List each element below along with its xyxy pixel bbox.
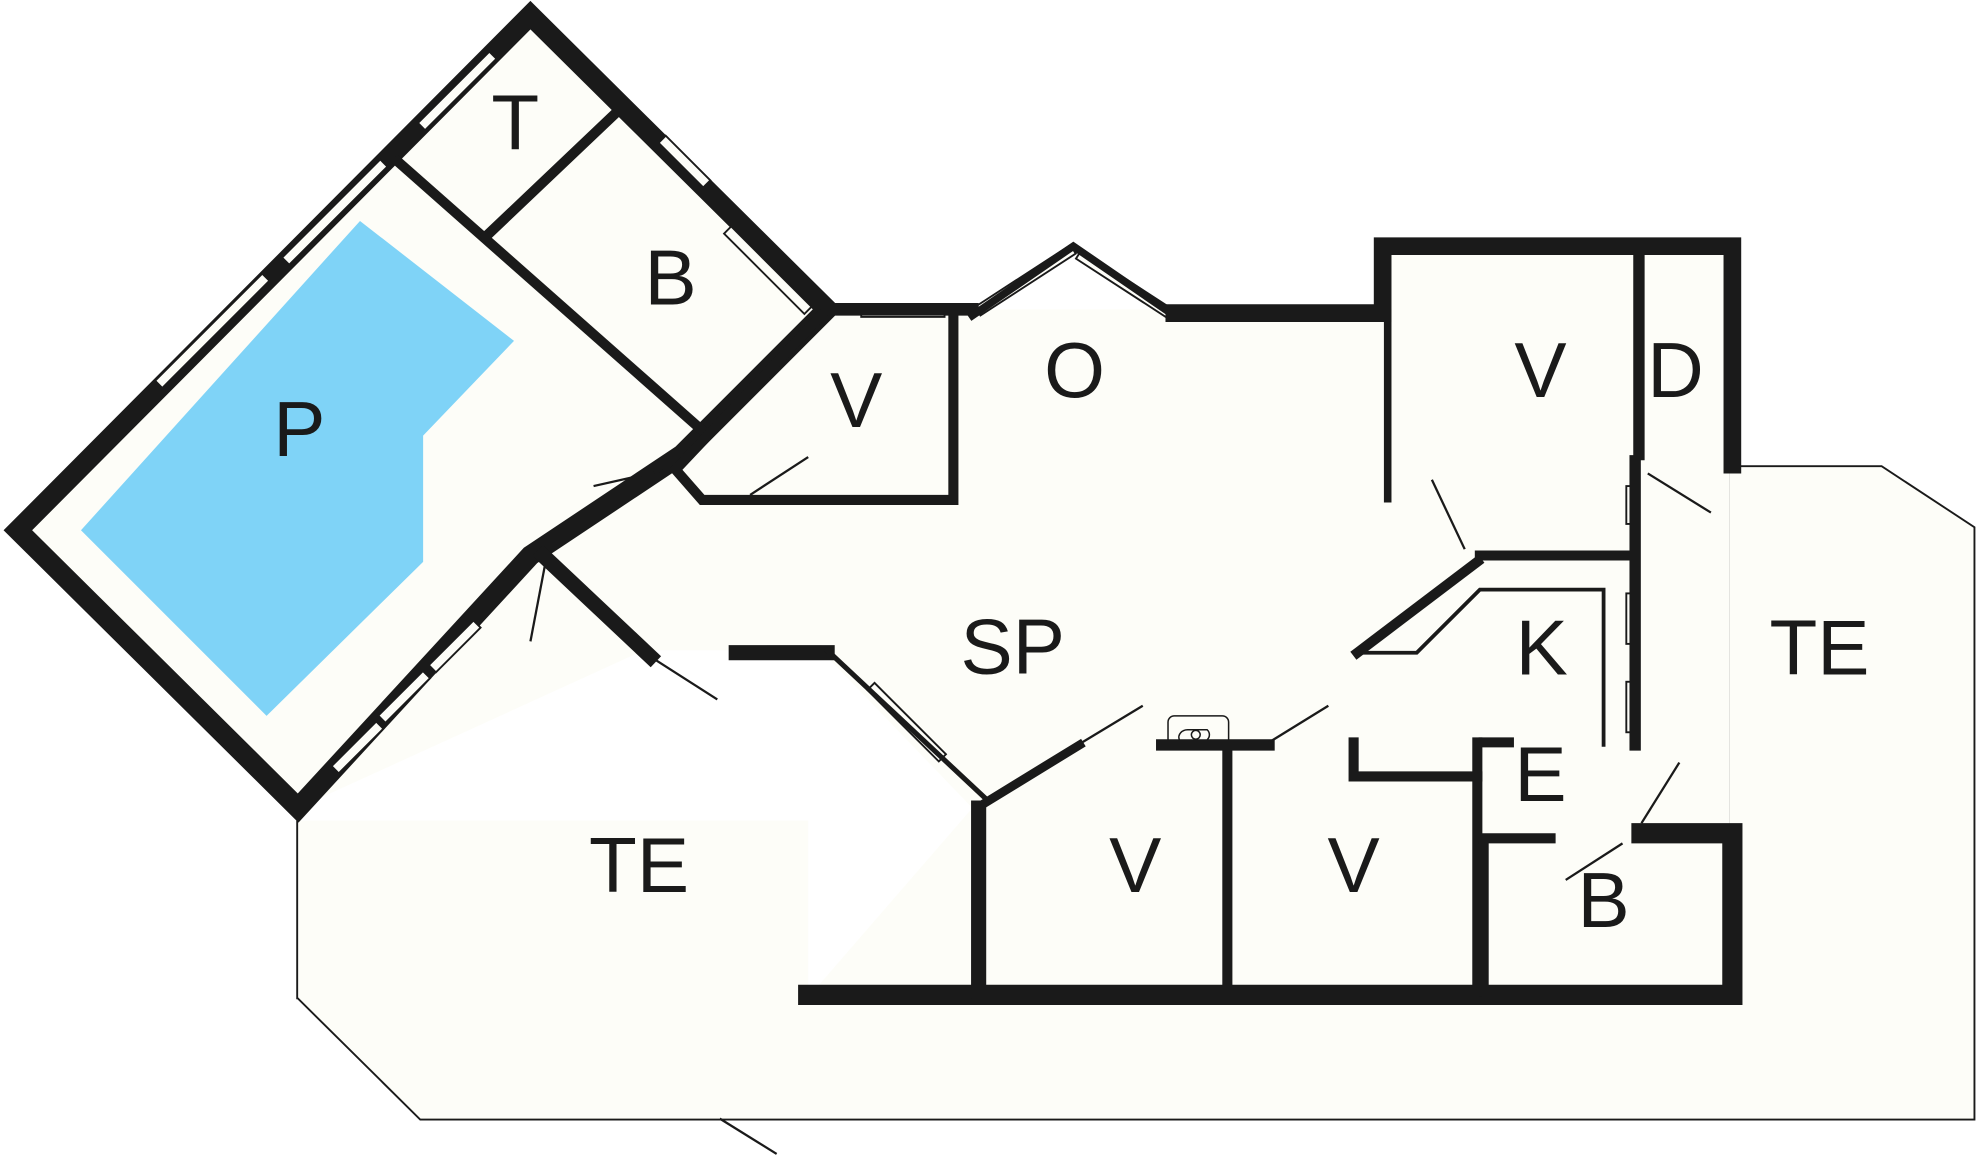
room-label-pool: P xyxy=(273,385,325,473)
pool-water xyxy=(80,220,515,716)
room-label-bedroom-small: V xyxy=(830,356,882,444)
toilet-icon xyxy=(1167,715,1230,741)
room-label-bedroom-bottom-1: V xyxy=(1109,821,1161,909)
room-label-toilet: T xyxy=(491,78,539,166)
room-label-bath-bottom: B xyxy=(1577,856,1629,944)
room-label-open: O xyxy=(1044,326,1105,414)
room-label-terrace-right: TE xyxy=(1769,604,1869,692)
walls xyxy=(390,109,1743,1005)
room-label-bedroom-bottom-2: V xyxy=(1328,821,1380,909)
door-swings xyxy=(529,456,1712,1155)
room-label-entrance: E xyxy=(1514,730,1566,818)
room-label-living: SP xyxy=(961,602,1065,690)
room-label-terrace-left: TE xyxy=(589,821,689,909)
terrace-left-area xyxy=(298,467,1974,1119)
room-label-bath-top: B xyxy=(644,234,696,322)
room-label-kitchen: K xyxy=(1516,604,1568,692)
room-label-bedroom-top-right: V xyxy=(1514,326,1566,414)
room-label-shower: D xyxy=(1647,326,1704,414)
